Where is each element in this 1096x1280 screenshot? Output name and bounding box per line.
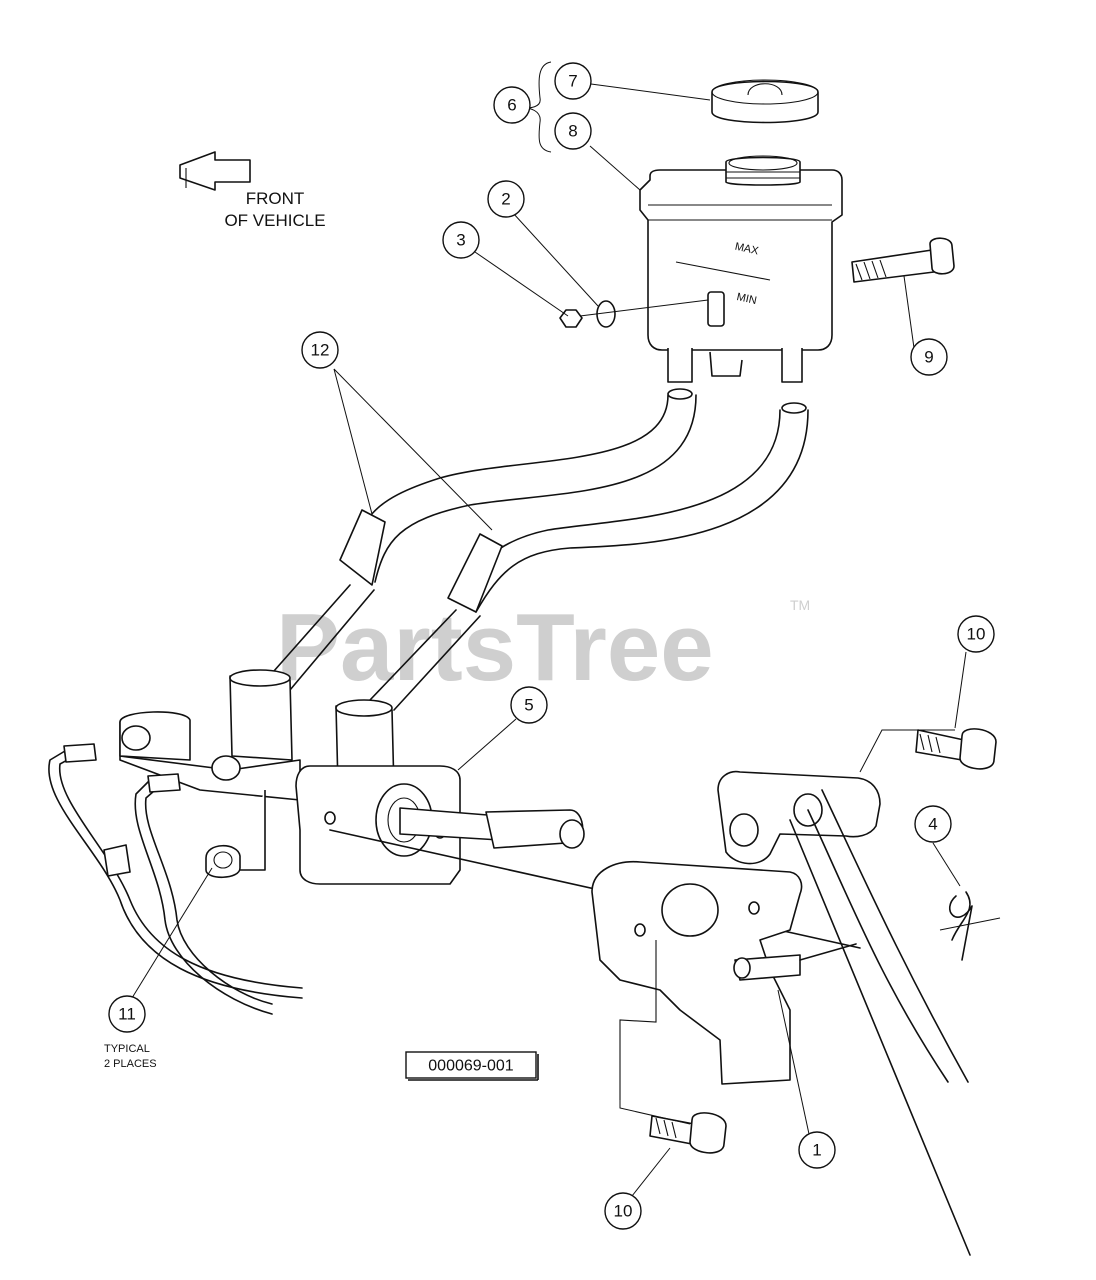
front-label-line2: OF VEHICLE (224, 211, 325, 230)
svg-text:10: 10 (614, 1202, 633, 1221)
callout-10-lower: 10 (604, 1192, 642, 1230)
callout-11: 11 (108, 995, 146, 1033)
watermark-trademark: TM (790, 597, 810, 613)
drawing-number: 000069-001 (428, 1058, 514, 1075)
brake-pedal-arm (591, 860, 803, 1100)
front-label-line1: FRONT (246, 189, 305, 208)
callout-1: 1 (798, 1131, 836, 1169)
brake-hoses (265, 388, 809, 711)
flange-bolt-upper (915, 728, 997, 770)
brake-lines (48, 743, 303, 1015)
callout-9: 9 (910, 338, 948, 376)
callout-8: 8 (554, 112, 592, 150)
svg-text:9: 9 (924, 348, 933, 367)
svg-text:6: 6 (507, 96, 516, 115)
callout-2: 2 (487, 180, 525, 218)
callout-3: 3 (442, 221, 480, 259)
svg-text:7: 7 (568, 72, 577, 91)
callout-5: 5 (510, 686, 548, 724)
svg-text:5: 5 (524, 696, 533, 715)
svg-text:12: 12 (311, 341, 330, 360)
master-cylinder (119, 669, 395, 871)
typical-note-line1: TYPICAL (104, 1043, 150, 1055)
hair-pin-clip (939, 891, 1001, 961)
line-fitting-nut (205, 844, 241, 879)
brake-fluid-reservoir (639, 155, 843, 383)
watermark-text: PartsTree (276, 594, 714, 701)
callout-10-upper: 10 (957, 615, 995, 653)
callout-7: 7 (554, 62, 592, 100)
reservoir-cap (711, 79, 819, 124)
svg-text:8: 8 (568, 122, 577, 141)
min-level-label: MIN (736, 291, 758, 307)
callout-6: 6 (493, 86, 531, 124)
callout-4: 4 (914, 805, 952, 843)
pushrod-clevis (399, 807, 585, 849)
max-level-label: MAX (734, 241, 760, 258)
reservoir-bolt (851, 237, 955, 283)
pedal-pivot-bracket (717, 770, 969, 1083)
callout-12: 12 (301, 331, 339, 369)
svg-text:11: 11 (118, 1005, 136, 1024)
svg-text:10: 10 (967, 625, 986, 644)
drawing-number-box: 000069-001 (405, 1051, 539, 1081)
typical-note-line2: 2 PLACES (104, 1058, 157, 1070)
svg-text:2: 2 (501, 190, 510, 209)
svg-text:4: 4 (928, 815, 937, 834)
leader-lines (131, 83, 967, 1197)
flange-bolt-lower (649, 1112, 727, 1154)
front-direction-arrow-icon (179, 151, 251, 191)
svg-text:1: 1 (812, 1141, 821, 1160)
svg-text:3: 3 (456, 231, 465, 250)
